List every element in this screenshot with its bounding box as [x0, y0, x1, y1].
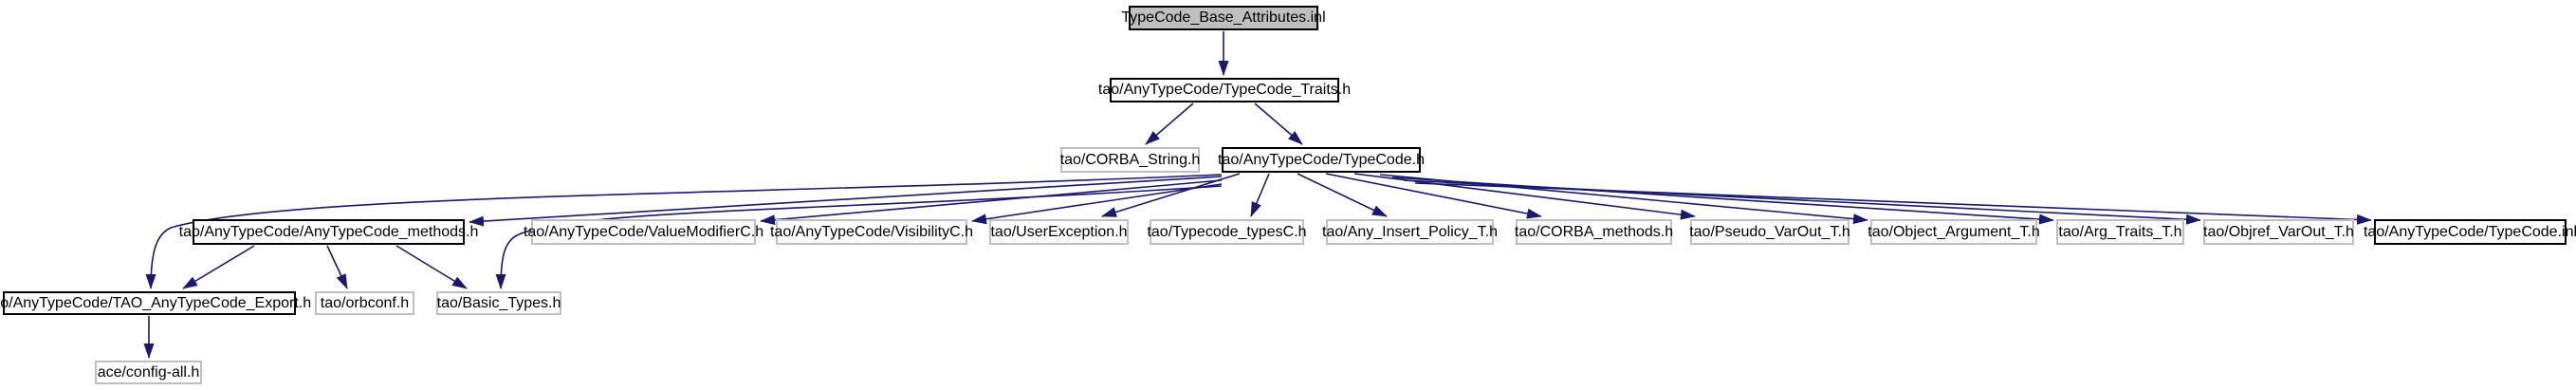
edge-typecode-h-to-any-insert-policy-t-h: [1297, 173, 1388, 217]
node-typecode-traits-h[interactable]: tao/AnyTypeCode/TypeCode_Traits.h: [1098, 78, 1351, 102]
node-typecode-base-attributes-inl: TypeCode_Base_Attributes.inl: [1121, 6, 1326, 30]
node-valuemodifierc-h: tao/AnyTypeCode/ValueModifierC.h: [524, 219, 764, 245]
edge-anytypecode-methods-h-to-basic-types-h: [396, 245, 468, 289]
edge-typecode-h-to-tao-anytypecode-export-h: [145, 174, 1223, 289]
node-anytypecode-methods-h[interactable]: tao/AnyTypeCode/AnyTypeCode_methods.h: [179, 219, 478, 245]
node-visibilityc-h: tao/AnyTypeCode/VisibilityC.h: [770, 219, 973, 245]
edge-typecode-h-to-objref-varout-t-h: [1403, 179, 2201, 225]
edge-typecode-h-to-visibilityc-h: [971, 183, 1223, 225]
node-object-argument-t-h: tao/Object_Argument_T.h: [1868, 219, 2040, 245]
edge-typecode-h-to-userexception-h: [1101, 173, 1241, 217]
node-any-insert-policy-t-h: tao/Any_Insert_Policy_T.h: [1322, 219, 1498, 245]
node-arg-traits-t-h: tao/Arg_Traits_T.h: [2056, 219, 2184, 245]
node-corba-methods-h: tao/CORBA_methods.h: [1515, 219, 1673, 245]
node-ace-config-all-h: ace/config-all.h: [95, 361, 202, 384]
edge-typecode-h-to-arg-traits-t-h: [1391, 176, 2054, 225]
edge-typecode-h-to-typecode-typesc-h: [1250, 173, 1270, 217]
node-userexception-h: tao/UserException.h: [989, 219, 1129, 245]
edge-typecode-h-to-valuemodifierc-h: [760, 179, 1223, 226]
node-typecode-h[interactable]: tao/AnyTypeCode/TypeCode.h: [1218, 147, 1425, 173]
node-basic-types-h: tao/Basic_Types.h: [436, 291, 561, 315]
node-typecode-inl[interactable]: tao/AnyTypeCode/TypeCode.inl: [2364, 219, 2576, 245]
node-orbconf-h: tao/orbconf.h: [315, 291, 414, 315]
edge-typecode-h-to-corba-methods-h: [1325, 173, 1542, 219]
edge-typecode-traits-h-to-typecode-h: [1254, 102, 1303, 145]
node-corba-string-h: tao/CORBA_String.h: [1060, 147, 1200, 173]
edge-anytypecode-methods-h-to-orbconf-h: [326, 245, 348, 289]
node-typecode-typesc-h: tao/Typecode_typesC.h: [1147, 219, 1307, 245]
edge-anytypecode-methods-h-to-tao-anytypecode-export-h: [182, 245, 255, 289]
node-tao-anytypecode-export-h[interactable]: tao/AnyTypeCode/TAO_AnyTypeCode_Export.h: [0, 291, 311, 315]
edge-typecode-traits-h-to-corba-string-h: [1145, 102, 1194, 145]
edge-typecode-h-to-anytypecode-methods-h: [469, 176, 1223, 227]
edge-typecode-h-to-basic-types-h: [495, 185, 1223, 289]
node-objref-varout-t-h: tao/Objref_VarOut_T.h: [2203, 219, 2354, 245]
node-pseudo-varout-t-h: tao/Pseudo_VarOut_T.h: [1689, 219, 1850, 245]
edge-typecode-h-to-typecode-inl: [1414, 182, 2372, 225]
